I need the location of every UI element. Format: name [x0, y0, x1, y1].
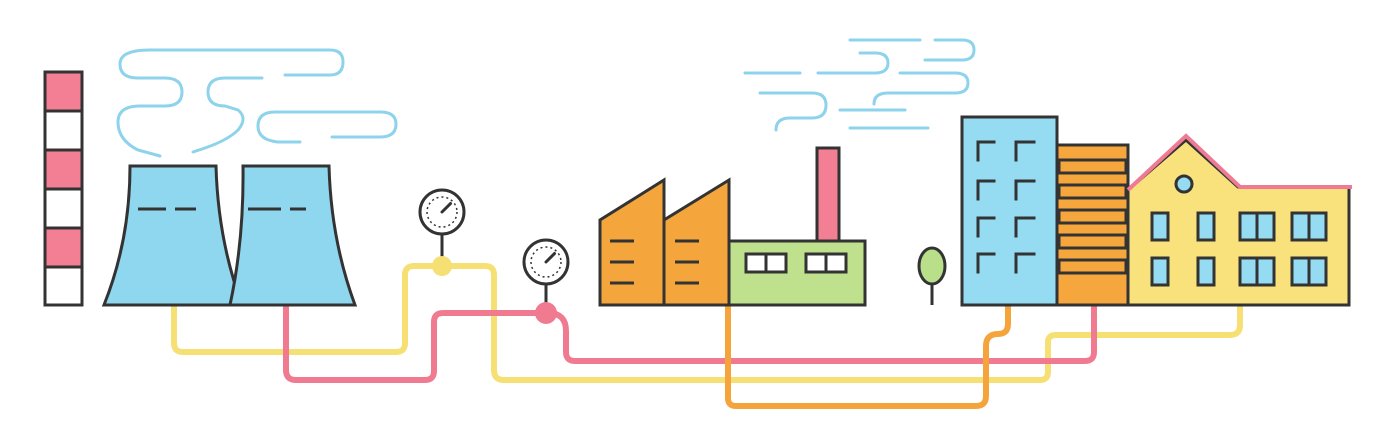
office-building-icon	[960, 115, 1130, 307]
chimney-band	[43, 70, 84, 113]
steam-cloud-icon	[116, 48, 398, 158]
pipe-orange	[725, 302, 1011, 409]
gauge-yellow-pipe	[418, 188, 466, 276]
cooling-tower-left	[101, 164, 245, 307]
chimney-band	[43, 226, 84, 269]
house-roof	[1126, 133, 1352, 192]
tree-icon	[917, 246, 947, 305]
pipe-red	[283, 302, 1097, 383]
factory-icon	[598, 38, 976, 307]
pressure-gauge-icon	[418, 188, 570, 324]
office-tower-blue	[960, 115, 1059, 307]
cooling-tower-icon	[101, 164, 358, 307]
residential-house-icon	[1126, 133, 1352, 307]
chimney-band	[43, 187, 84, 230]
gauge-red-pipe	[522, 238, 570, 324]
factory-chimney	[815, 146, 841, 244]
chimney-band	[43, 148, 84, 191]
pipeline-icon	[171, 263, 1243, 409]
chimney-band	[43, 109, 84, 152]
steam-cloud-icon	[743, 38, 976, 132]
chimney-icon	[43, 70, 84, 307]
pipe-yellow	[171, 263, 1243, 383]
chimney-band	[43, 265, 84, 307]
cooling-tower-right	[228, 164, 358, 307]
house-round-window	[1174, 174, 1194, 194]
